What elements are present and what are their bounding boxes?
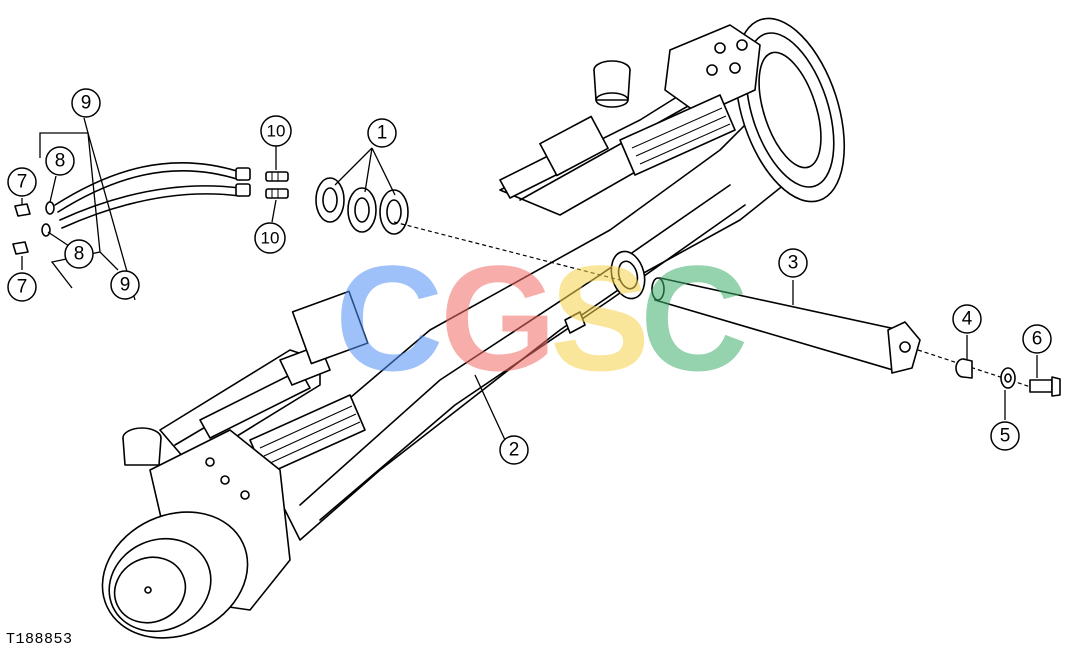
callout-9-lower: 9 bbox=[110, 270, 140, 300]
pin-hardware bbox=[917, 349, 1061, 397]
svg-text:10: 10 bbox=[261, 229, 280, 248]
callout-8-lower: 8 bbox=[64, 239, 94, 269]
figure-id-label: T188853 bbox=[6, 631, 73, 648]
shim-washers bbox=[315, 177, 621, 281]
cap-screw bbox=[1029, 376, 1061, 397]
right-steering-cylinder bbox=[499, 115, 609, 199]
fitting-7 bbox=[12, 203, 31, 255]
svg-text:3: 3 bbox=[788, 253, 799, 274]
axle-housing bbox=[101, 17, 846, 639]
svg-text:9: 9 bbox=[120, 275, 131, 296]
left-pivot-post bbox=[122, 427, 162, 466]
beam-fitting bbox=[564, 311, 586, 334]
callout-9-upper: 9 bbox=[71, 88, 101, 118]
watermark-letter-s: S bbox=[550, 234, 650, 402]
bushing bbox=[955, 358, 973, 379]
fitting-8 bbox=[41, 201, 55, 237]
callout-7-upper: 7 bbox=[7, 167, 37, 197]
fitting-10-upper bbox=[265, 171, 289, 182]
svg-text:7: 7 bbox=[17, 277, 28, 298]
left-steering-cylinder bbox=[199, 290, 369, 439]
callout-8-upper: 8 bbox=[45, 146, 75, 176]
callout-1: 1 bbox=[367, 118, 397, 148]
callout-3: 3 bbox=[778, 248, 808, 278]
watermark: C G S C bbox=[335, 234, 748, 402]
left-hub bbox=[101, 429, 291, 639]
svg-text:9: 9 bbox=[81, 93, 92, 114]
pivot-boss bbox=[610, 250, 646, 300]
svg-text:7: 7 bbox=[17, 172, 28, 193]
svg-text:4: 4 bbox=[962, 309, 973, 330]
watermark-letter-g: G bbox=[440, 234, 557, 402]
callout-4: 4 bbox=[952, 304, 982, 334]
washer bbox=[1000, 367, 1016, 389]
right-spring-block bbox=[619, 94, 736, 176]
right-hub bbox=[664, 17, 846, 203]
svg-text:8: 8 bbox=[55, 151, 66, 172]
svg-text:1: 1 bbox=[377, 123, 388, 144]
watermark-letter-c2: C bbox=[640, 234, 748, 402]
svg-text:2: 2 bbox=[509, 440, 520, 461]
hose-assembly bbox=[12, 162, 289, 255]
svg-text:5: 5 bbox=[1000, 426, 1011, 447]
svg-text:10: 10 bbox=[267, 122, 286, 141]
callout-10-upper: 10 bbox=[260, 115, 292, 147]
right-pivot-post bbox=[593, 60, 631, 108]
callout-5: 5 bbox=[990, 421, 1020, 451]
callout-7-lower: 7 bbox=[7, 272, 37, 302]
callout-6: 6 bbox=[1022, 324, 1052, 354]
callout-2: 2 bbox=[499, 435, 529, 465]
callouts: 1 2 3 4 5 6 7 7 bbox=[7, 88, 1052, 465]
svg-text:8: 8 bbox=[74, 244, 85, 265]
watermark-letter-c1: C bbox=[335, 234, 443, 402]
pivot-pin bbox=[651, 277, 921, 374]
svg-text:6: 6 bbox=[1032, 329, 1043, 350]
fitting-10-lower bbox=[265, 188, 289, 199]
callout-10-lower: 10 bbox=[254, 222, 286, 254]
